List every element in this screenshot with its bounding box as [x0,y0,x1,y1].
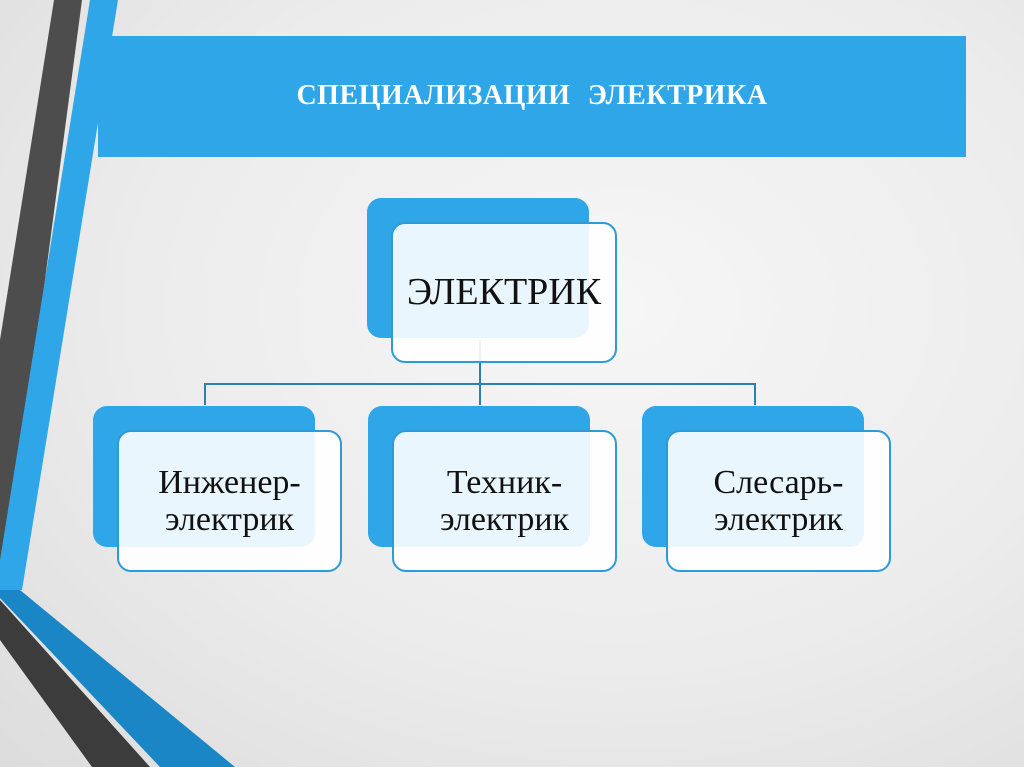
title-banner: СПЕЦИАЛИЗАЦИИ ЭЛЕКТРИКА [98,36,966,157]
node-fitter-label-line2: электрик [713,501,844,538]
connector-child-2 [479,383,481,405]
node-root-label: ЭЛЕКТРИК [406,270,602,313]
node-technician-label-line1: Техник- [446,463,563,501]
node-technician-front: Техник- электрик [392,430,617,572]
node-fitter-label-line1: Слесарь- [713,463,844,501]
node-fitter-front: Слесарь- электрик [666,430,891,572]
slide-title: СПЕЦИАЛИЗАЦИИ ЭЛЕКТРИКА [296,80,768,111]
connector-child-3 [754,383,756,405]
node-root-front: ЭЛЕКТРИК [391,222,617,363]
node-technician-label-line2: электрик [439,501,570,538]
node-engineer-front: Инженер- электрик [117,430,342,572]
node-engineer-label-line2: электрик [164,501,295,538]
node-engineer-label-line1: Инженер- [158,463,301,501]
connector-child-1 [204,383,206,405]
